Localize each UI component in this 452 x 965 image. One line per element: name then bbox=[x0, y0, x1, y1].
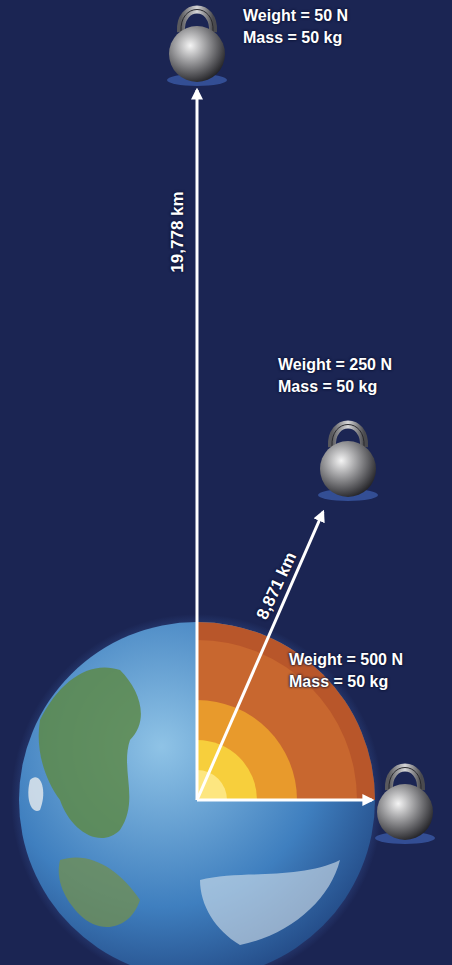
weight-label: Weight = 50 N bbox=[243, 6, 348, 26]
weight-label: Weight = 250 N bbox=[278, 355, 392, 375]
distance-label: 8,871 km bbox=[253, 549, 301, 623]
mass-label: Mass = 50 kg bbox=[278, 377, 377, 397]
distance-label: 19,778 km bbox=[168, 191, 188, 272]
mass-label: Mass = 50 kg bbox=[289, 672, 388, 692]
mass-label: Mass = 50 kg bbox=[243, 28, 342, 48]
weight-label: Weight = 500 N bbox=[289, 650, 403, 670]
